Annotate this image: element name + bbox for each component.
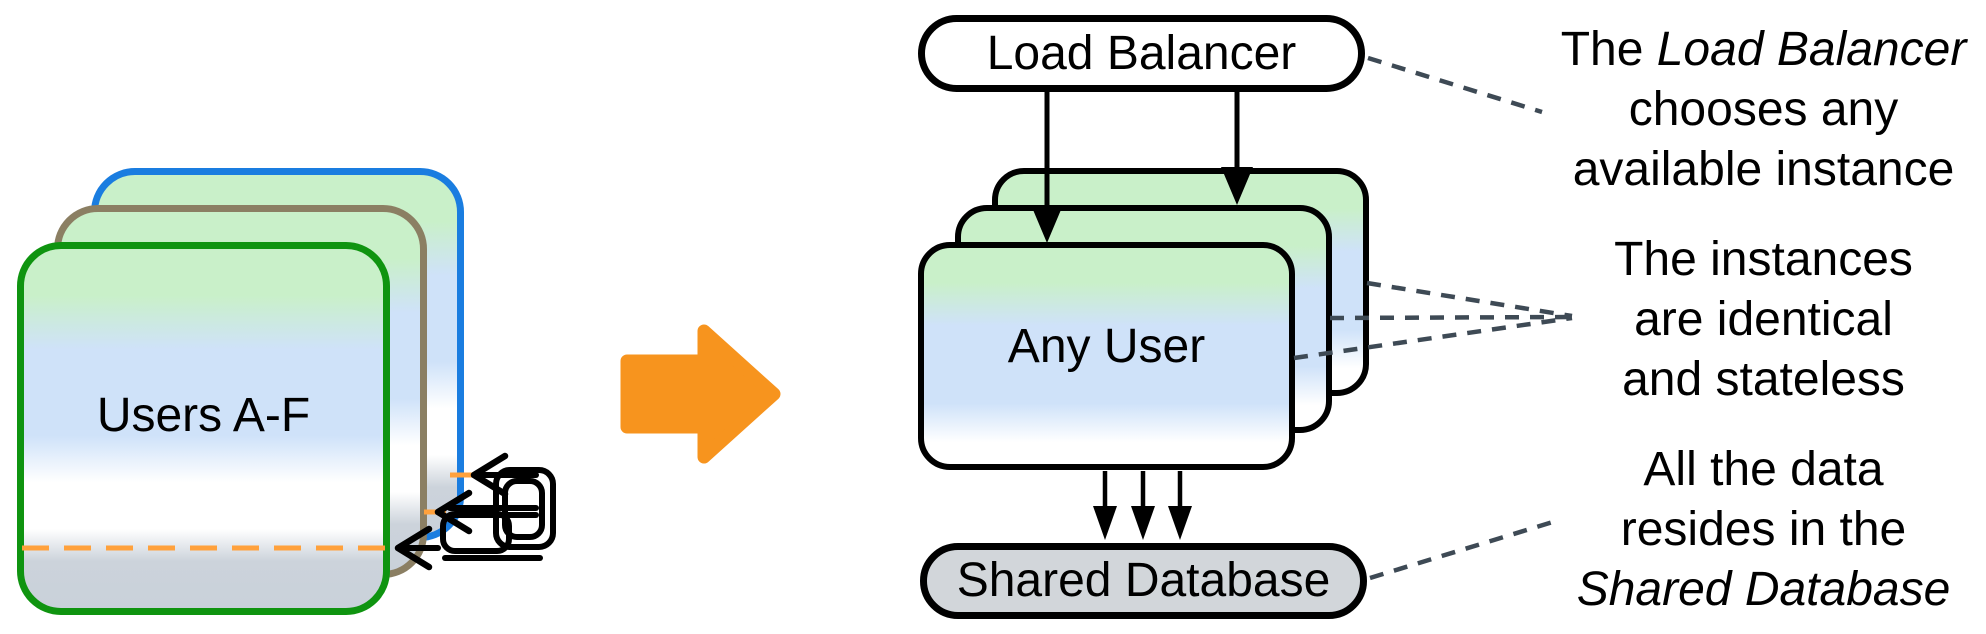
return-arrowhead-blue xyxy=(470,452,509,498)
instance-label: Any User xyxy=(1007,320,1206,373)
annotation-line: resides in the xyxy=(1620,503,1907,556)
annotation-line: are identical xyxy=(1634,293,1893,346)
loop-inner xyxy=(502,478,545,540)
annotation-line: All the data xyxy=(1643,443,1884,496)
user-box-front: Users A-F xyxy=(17,242,390,615)
shared-database-label: Shared Database xyxy=(956,554,1331,607)
annotation-line: The Load Balancer xyxy=(1560,23,1967,76)
shared-database-node: Shared Database xyxy=(920,543,1367,619)
annotation-instances: The instances are identical and stateles… xyxy=(1541,230,1986,410)
annotation-line: chooses any xyxy=(1628,83,1899,136)
load-balancer-node: Load Balancer xyxy=(918,15,1365,92)
loop-outer xyxy=(493,467,556,550)
annotation-database: All the data resides in the Shared Datab… xyxy=(1541,440,1986,620)
instance-box-front: Any User xyxy=(918,242,1295,470)
leader-database xyxy=(1369,518,1557,581)
transform-arrow xyxy=(620,324,781,464)
annotation-line: and stateless xyxy=(1622,353,1905,406)
annotation-line: The instances xyxy=(1614,233,1913,286)
annotation-line: available instance xyxy=(1572,143,1955,196)
load-balancer-label: Load Balancer xyxy=(986,26,1297,80)
leader-load-balancer xyxy=(1367,55,1543,115)
annotation-load-balancer: The Load Balancer chooses any available … xyxy=(1541,20,1986,200)
users-label: Users A-F xyxy=(96,388,311,442)
instance-to-db-arrows xyxy=(1093,471,1192,540)
annotation-line: Shared Database xyxy=(1576,563,1951,616)
